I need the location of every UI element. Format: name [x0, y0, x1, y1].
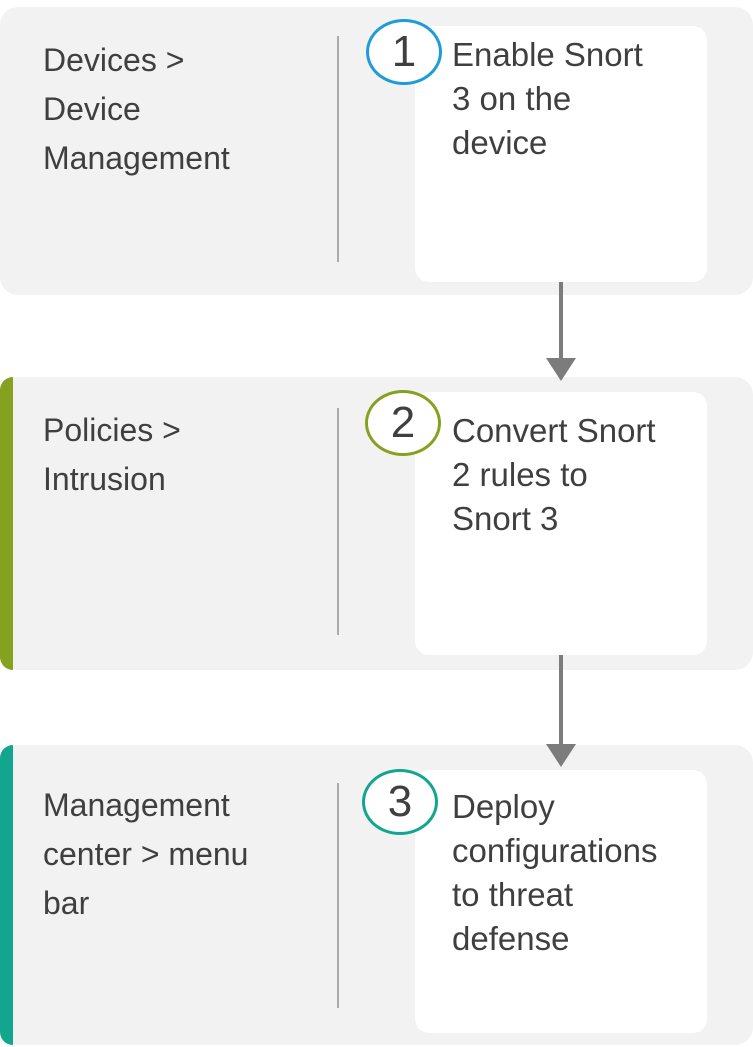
divider-line	[337, 783, 339, 1008]
step-2-location-label: Policies > Intrusion	[43, 412, 181, 497]
arrow-2-stem	[559, 655, 563, 744]
step-3-number-badge: 3	[362, 769, 438, 835]
step-3-card	[415, 770, 707, 1033]
step-2-card	[415, 392, 707, 655]
step-1-action-text: Enable Snort 3 on the device	[452, 36, 643, 161]
step-2-action-text: Convert Snort 2 rules to Snort 3	[452, 412, 656, 537]
arrow-1-stem	[559, 282, 563, 358]
step-3-location-label: Management center > menu bar	[43, 787, 249, 921]
step-1-location-label: Devices > Device Management	[43, 42, 230, 176]
step-3-action-text: Deploy configurations to threat defense	[452, 788, 658, 957]
step-2-accent-bar	[0, 377, 13, 670]
step-3-accent-bar	[0, 745, 13, 1045]
step-2-number-badge: 2	[365, 390, 441, 456]
step-2-number: 2	[390, 398, 416, 447]
arrow-1-down-icon	[546, 358, 576, 381]
arrow-2-down-icon	[546, 744, 576, 767]
step-1-number-badge: 1	[366, 19, 442, 85]
step-3-number: 3	[387, 777, 413, 826]
step-1-number: 1	[391, 27, 417, 76]
step-1-card	[415, 26, 707, 282]
divider-line	[337, 36, 339, 262]
divider-line	[337, 408, 339, 635]
